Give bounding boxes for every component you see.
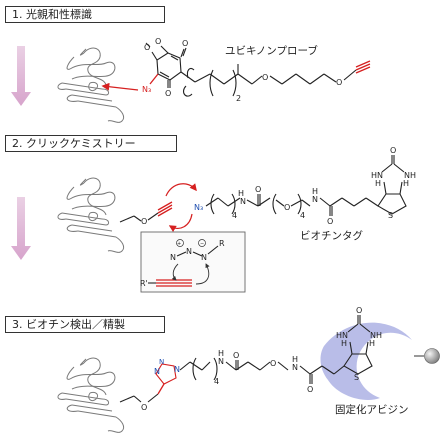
svg-text:4: 4	[232, 211, 237, 220]
svg-text:H: H	[369, 339, 375, 348]
svg-text:O: O	[284, 203, 290, 212]
svg-text:N: N	[170, 253, 176, 262]
biotinylated-protein-structure: O N N N 4 H N O O H N O S H	[119, 306, 382, 412]
svg-text:NH: NH	[404, 171, 416, 180]
svg-text:S: S	[354, 373, 359, 382]
svg-text:O: O	[255, 185, 261, 194]
click-arrow-bottom	[168, 213, 193, 233]
step3-label: 3. ビオチン検出／精製	[5, 316, 165, 333]
svg-text:H: H	[238, 189, 244, 198]
svg-text:O: O	[307, 385, 313, 394]
svg-text:N: N	[292, 363, 298, 372]
svg-text:N: N	[154, 367, 160, 376]
svg-text:2: 2	[236, 94, 241, 103]
step1-label: 1. 光親和性標識	[5, 6, 165, 23]
svg-text:O: O	[155, 37, 161, 46]
svg-text:N: N	[312, 195, 318, 204]
solid-support-bead	[424, 348, 440, 364]
svg-text:O: O	[356, 306, 362, 315]
labeled-protein-alkyne: O	[119, 201, 173, 226]
svg-text:H: H	[341, 339, 347, 348]
svg-text:R: R	[219, 239, 225, 248]
svg-text:O: O	[390, 146, 396, 155]
svg-text:O: O	[141, 217, 147, 226]
avidin-shape	[320, 322, 412, 400]
svg-text:+: +	[177, 241, 181, 247]
biotin-azide-structure: N₃ 4 H N O O 4 H N O S H H H	[194, 146, 416, 226]
down-arrow-2	[11, 197, 31, 260]
svg-text:H: H	[218, 349, 224, 358]
svg-text:N: N	[159, 358, 164, 366]
svg-text:O: O	[165, 89, 171, 98]
svg-text:N: N	[218, 357, 224, 366]
svg-text:O: O	[270, 359, 276, 368]
probe-label: ユビキノンプローブ	[225, 45, 318, 57]
svg-text:N₃: N₃	[142, 85, 151, 94]
svg-text:O: O	[141, 403, 147, 412]
protein-structure-3	[57, 357, 125, 433]
step2-label: 2. クリックケミストリー	[5, 135, 177, 152]
svg-text:H: H	[292, 355, 298, 364]
svg-text:R': R'	[140, 279, 148, 288]
svg-text:O: O	[336, 78, 342, 87]
svg-text:H: H	[375, 179, 381, 188]
photo-crosslink-arrow	[101, 82, 139, 91]
click-arrow-top	[165, 183, 197, 197]
mechanism-inset-box: + − N N N R R'	[140, 231, 246, 293]
svg-text:N: N	[186, 247, 192, 256]
svg-text:N: N	[240, 197, 246, 206]
svg-text:HN: HN	[336, 331, 348, 340]
svg-text:H: H	[312, 187, 318, 196]
svg-text:O: O	[182, 39, 188, 48]
svg-text:NH: NH	[370, 331, 382, 340]
protein-structure-1	[57, 47, 125, 123]
down-arrow-1	[11, 46, 31, 106]
svg-text:4: 4	[300, 211, 305, 220]
svg-text:O: O	[262, 73, 268, 82]
protein-structure-2	[57, 177, 125, 253]
svg-text:S: S	[388, 211, 393, 220]
avidin-label: 固定化アビジン	[335, 404, 409, 416]
svg-text:O: O	[327, 217, 333, 226]
svg-text:HN: HN	[371, 171, 383, 180]
svg-text:N: N	[174, 365, 180, 374]
svg-text:4: 4	[214, 377, 219, 386]
svg-text:N: N	[201, 253, 207, 262]
biotin-tag-label: ビオチンタグ	[300, 230, 363, 242]
svg-text:O: O	[233, 351, 239, 360]
svg-text:N₃: N₃	[194, 203, 203, 212]
svg-text:H: H	[403, 179, 409, 188]
svg-text:O: O	[144, 43, 150, 52]
svg-text:−: −	[200, 241, 204, 247]
ubiquinone-probe-structure: O O O O N₃ 2 O O	[142, 37, 371, 103]
